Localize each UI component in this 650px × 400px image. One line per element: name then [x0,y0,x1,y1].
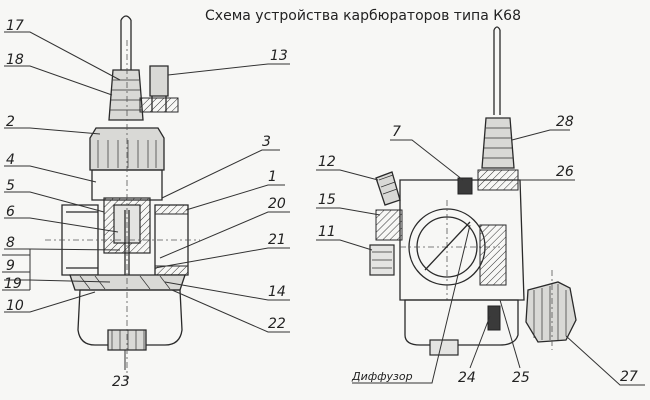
label-1: 1 [268,169,277,185]
label-14: 14 [268,284,286,300]
leader-lines [2,31,645,386]
label-12: 12 [318,154,336,170]
label-23: 23 [112,374,130,390]
label-3: 3 [262,134,271,150]
label-24: 24 [458,370,476,386]
label-26: 26 [556,164,574,180]
label-5: 5 [6,178,15,194]
label-20: 20 [268,196,286,212]
label-10: 10 [6,298,24,314]
label-diffuser: Диффузор [351,370,413,383]
label-18: 18 [6,52,24,68]
diagram-title: Схема устройства карбюраторов типа К68 [205,8,521,24]
left-carburetor-section [45,15,200,380]
label-28: 28 [556,114,574,130]
label-4: 4 [6,152,15,168]
label-15: 15 [318,192,336,208]
label-11: 11 [318,224,336,240]
label-27: 27 [620,369,638,385]
label-9: 9 [6,258,15,274]
right-carburetor-view [369,26,577,356]
label-13: 13 [270,48,288,64]
label-22: 22 [268,316,286,332]
label-7: 7 [392,124,401,140]
label-17: 17 [6,18,24,34]
label-25: 25 [512,370,530,386]
label-21: 21 [268,232,286,248]
label-6: 6 [6,204,15,220]
label-2: 2 [6,114,15,130]
label-19: 19 [4,276,22,292]
label-8: 8 [6,235,15,251]
